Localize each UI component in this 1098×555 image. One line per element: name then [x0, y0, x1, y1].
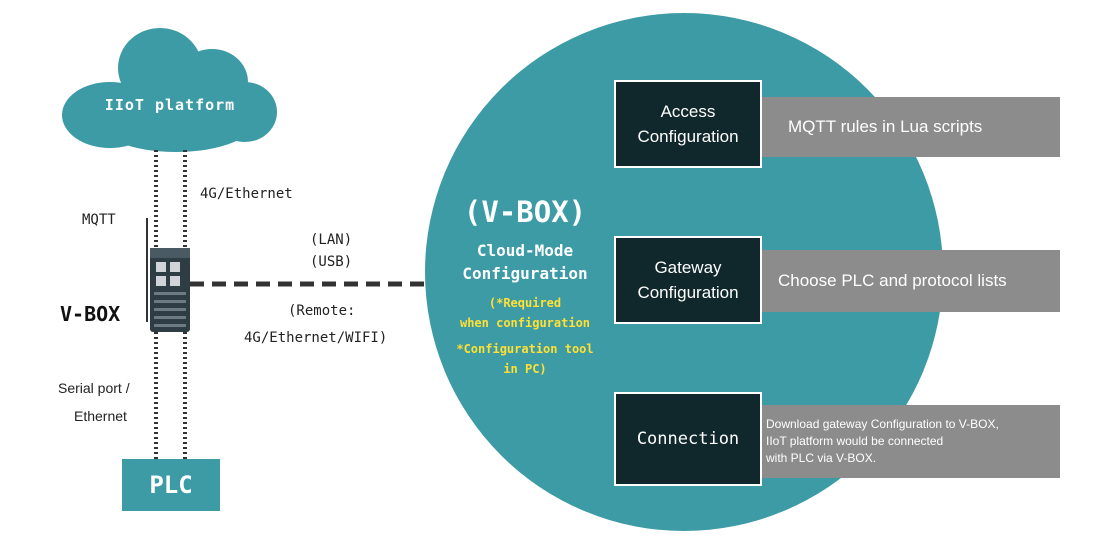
circle-subtitle-2: Configuration: [462, 264, 588, 283]
circle-title: (V-BOX): [463, 195, 587, 229]
usb-label: (USB): [310, 254, 353, 270]
connection-description-line-2: IIoT platform would be connected: [766, 434, 944, 448]
access-configuration-box: Access Configuration: [614, 80, 762, 168]
cloud-link-label: 4G/Ethernet: [200, 186, 293, 202]
mqtt-label: MQTT: [82, 212, 116, 228]
access-description-text: MQTT rules in Lua scripts: [788, 117, 983, 136]
gateway-description-text: Choose PLC and protocol lists: [778, 271, 1007, 290]
access-description: MQTT rules in Lua scripts: [760, 97, 1060, 157]
access-box-line-2: Configuration: [637, 127, 739, 146]
circle-note-1: (*Required: [488, 296, 562, 310]
serial-label-1: Serial port /: [58, 380, 130, 396]
circle-note-2: when configuration: [459, 316, 591, 330]
serial-label-2: Ethernet: [74, 408, 127, 424]
plc-box: PLC: [122, 459, 220, 511]
connection-description-line-1: Download gateway Configuration to V-BOX,: [766, 417, 999, 431]
connection-description-line-3: with PLC via V-BOX.: [766, 451, 877, 465]
access-box-line-1: Access: [660, 102, 716, 121]
lan-label: (LAN): [310, 232, 353, 248]
connection-box-label: Connection: [636, 428, 740, 449]
v-box-label: V-BOX: [60, 302, 121, 326]
circle-note-4: in PC): [503, 362, 547, 376]
gateway-configuration-box: Gateway Configuration: [614, 236, 762, 324]
circle-note-3: *Configuration tool: [456, 342, 594, 356]
remote-label-2: 4G/Ethernet/WIFI): [244, 330, 388, 346]
connection-box: Connection: [614, 392, 762, 486]
circle-subtitle-1: Cloud-Mode: [476, 241, 574, 260]
cloud-label: IIoT platform: [104, 96, 236, 114]
remote-label-1: (Remote:: [288, 303, 356, 319]
v-box-device-icon: [150, 248, 190, 332]
connection-description: Download gateway Configuration to V-BOX,…: [760, 405, 1060, 478]
gateway-description: Choose PLC and protocol lists: [760, 250, 1060, 312]
gateway-box-line-1: Gateway: [654, 258, 722, 277]
gateway-box-line-2: Configuration: [637, 283, 739, 302]
cloud-icon: [62, 28, 277, 152]
